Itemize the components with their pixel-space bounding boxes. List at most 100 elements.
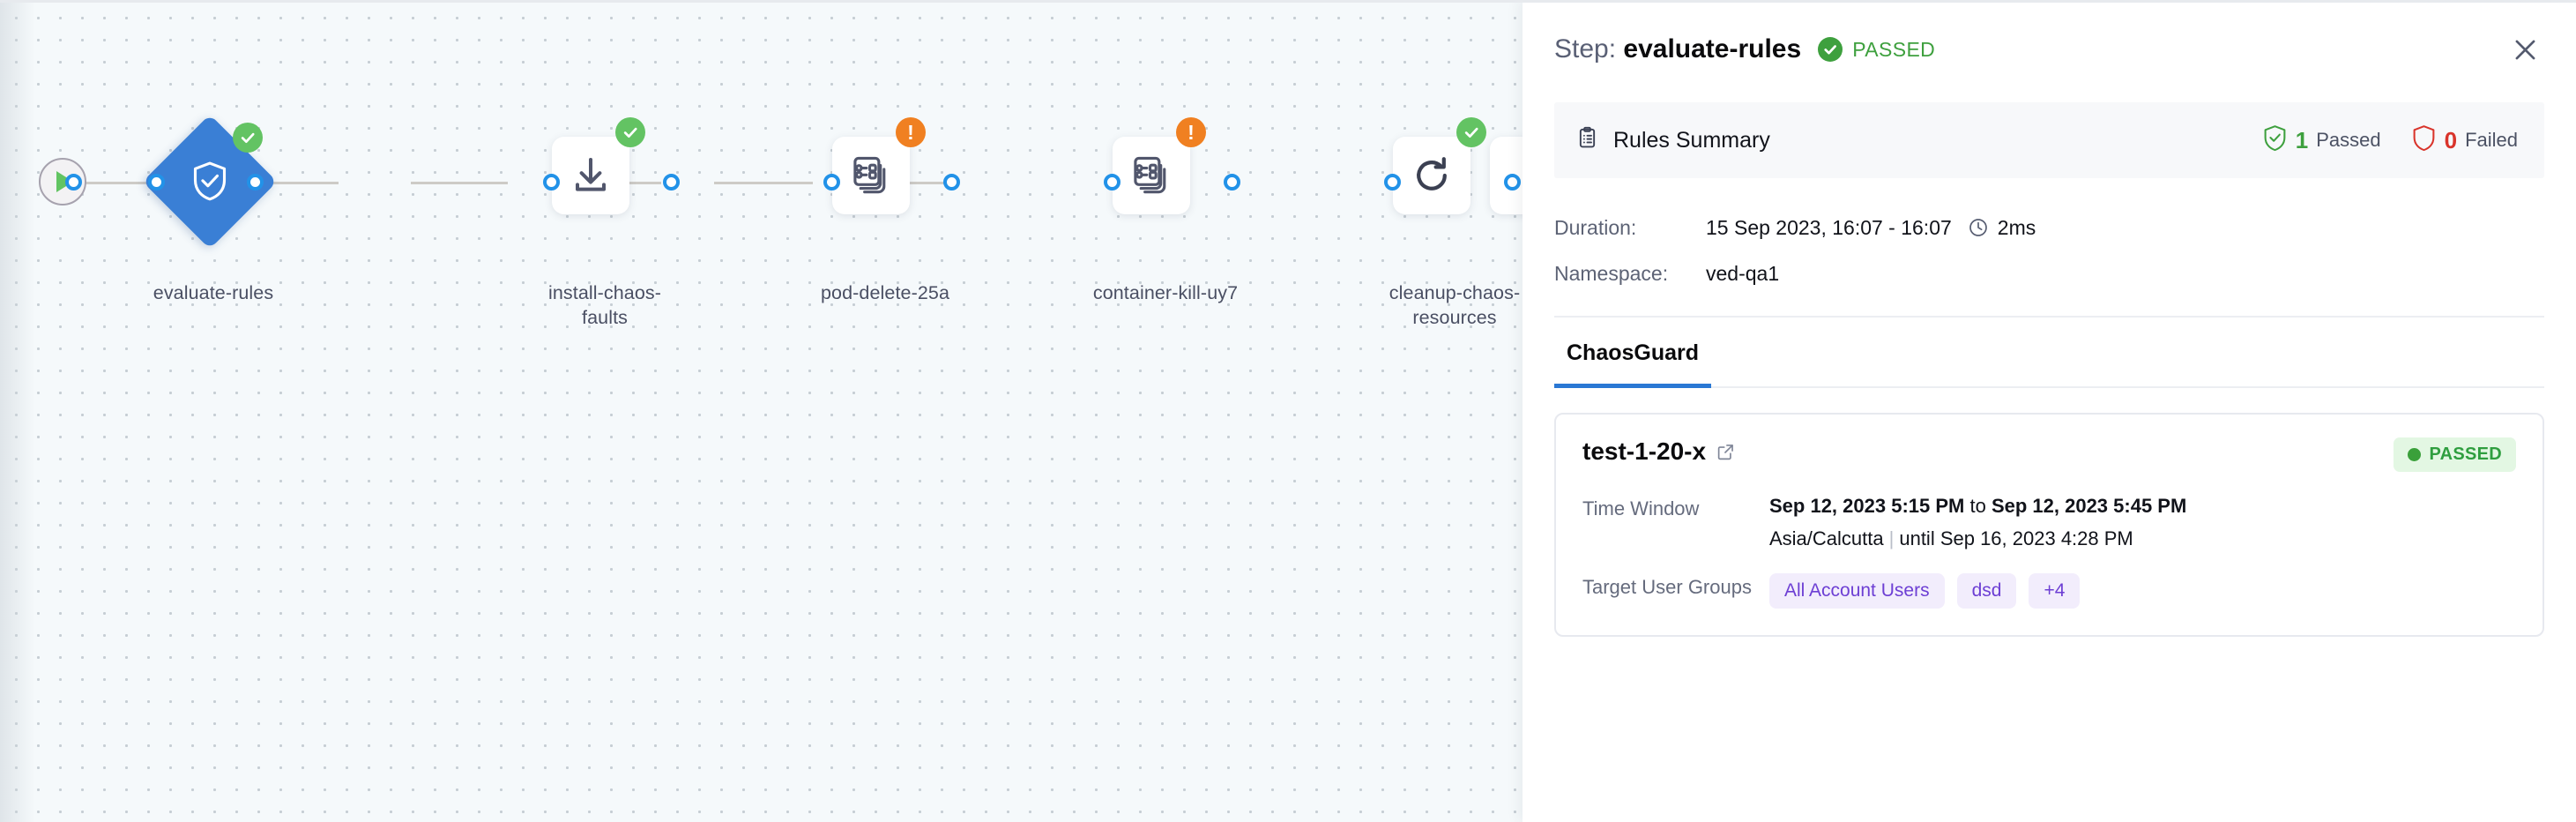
duration-range-text: 15 Sep 2023, 16:07 - 16:07 bbox=[1706, 215, 1952, 239]
status-text: PASSED bbox=[1852, 37, 1936, 61]
rules-summary-bar: Rules Summary 1 Passed bbox=[1554, 102, 2544, 178]
time-window-end: Sep 12, 2023 5:45 PM bbox=[1991, 495, 2187, 517]
step-name: evaluate-rules bbox=[1623, 34, 1802, 64]
step-details-panel: Step: evaluate-rules PASSED bbox=[1523, 0, 2576, 822]
chip-group[interactable]: All Account Users bbox=[1769, 573, 1945, 609]
port-evaluate-rules-out[interactable] bbox=[247, 174, 264, 191]
duration-value: 2ms bbox=[1997, 215, 2036, 239]
port-cleanup-chaos-resources-out[interactable] bbox=[1504, 174, 1521, 191]
time-window-join: to bbox=[1964, 495, 1992, 517]
port-container-kill-uy7-out[interactable] bbox=[1224, 174, 1240, 191]
tab-chaosguard[interactable]: ChaosGuard bbox=[1554, 318, 1712, 388]
chaos-faults-icon bbox=[1134, 156, 1166, 194]
node-label-container-kill-uy7: container-kill-uy7 bbox=[1092, 282, 1239, 303]
meta-row-namespace: Namespace: ved-qa1 bbox=[1554, 250, 2544, 296]
node-pod-delete-25a[interactable]: ! bbox=[832, 117, 938, 230]
rules-passed-count: 1 bbox=[2295, 126, 2309, 153]
node-square-shape bbox=[552, 137, 629, 214]
edge-evaluate-to-install bbox=[227, 182, 339, 184]
edge-install-to-poddelete bbox=[411, 182, 508, 184]
chip-overflow[interactable]: +4 bbox=[2029, 573, 2081, 609]
section-divider bbox=[1554, 316, 2544, 318]
meta-key-namespace: Namespace: bbox=[1554, 261, 1669, 285]
target-user-group-chips: All Account Users dsd +4 bbox=[1769, 573, 2081, 609]
close-icon[interactable] bbox=[2505, 30, 2544, 69]
shield-outline-icon bbox=[2411, 124, 2437, 157]
card-status-text: PASSED bbox=[2429, 445, 2502, 464]
rules-summary-metrics: 1 Passed 0 Failed bbox=[2262, 124, 2523, 157]
card-value-time-window: Sep 12, 2023 5:15 PM to Sep 12, 2023 5:4… bbox=[1769, 495, 2186, 550]
shield-check-icon bbox=[162, 134, 257, 229]
rules-summary-left: Rules Summary bbox=[1575, 126, 1770, 154]
shield-check-outline-icon bbox=[2262, 124, 2288, 157]
download-icon bbox=[576, 158, 606, 191]
meta-key-duration: Duration: bbox=[1554, 215, 1637, 239]
until-text: until Sep 16, 2023 4:28 PM bbox=[1899, 527, 2133, 549]
node-label-install-chaos-faults: install-chaos-faults bbox=[547, 282, 662, 329]
node-label-evaluate-rules: evaluate-rules bbox=[153, 282, 274, 303]
port-cleanup-chaos-resources-in[interactable] bbox=[1384, 174, 1401, 191]
chaos-faults-icon bbox=[853, 156, 886, 194]
node-container-kill-uy7[interactable]: ! bbox=[1113, 117, 1218, 230]
card-title[interactable]: test-1-20-x bbox=[1582, 437, 1735, 466]
meta-row-duration: Duration: 15 Sep 2023, 16:07 - 16:07 2ms bbox=[1554, 205, 2544, 250]
rules-failed-count: 0 bbox=[2444, 126, 2458, 153]
clipboard-icon bbox=[1575, 126, 1599, 154]
sub-separator: | bbox=[1888, 527, 1895, 549]
panel-tabs: ChaosGuard bbox=[1523, 318, 2576, 388]
node-label-pod-delete-25a: pod-delete-25a bbox=[820, 282, 950, 303]
external-link-icon[interactable] bbox=[1716, 443, 1735, 461]
check-circle-icon bbox=[1818, 37, 1843, 62]
app-top-border bbox=[0, 0, 2576, 3]
card-status-badge: PASSED bbox=[2394, 437, 2516, 472]
rules-passed-metric: 1 Passed bbox=[2262, 124, 2381, 157]
node-label-cleanup-chaos-resources: cleanup-chaos-resources bbox=[1389, 282, 1521, 329]
status-badge-success bbox=[1456, 117, 1486, 147]
status-badge-success bbox=[233, 123, 263, 153]
port-install-chaos-faults-out[interactable] bbox=[663, 174, 680, 191]
step-label: Step: bbox=[1554, 34, 1617, 64]
page-title: Step: evaluate-rules bbox=[1554, 34, 1801, 64]
time-window-start: Sep 12, 2023 5:15 PM bbox=[1769, 495, 1965, 517]
panel-header: Step: evaluate-rules PASSED bbox=[1523, 0, 2576, 76]
time-window-sub: Asia/Calcutta|until Sep 16, 2023 4:28 PM bbox=[1769, 527, 2186, 550]
status-badge-warning: ! bbox=[1176, 117, 1206, 147]
node-install-chaos-faults[interactable] bbox=[552, 117, 658, 230]
node-square-shape bbox=[1393, 137, 1470, 214]
pipeline-canvas[interactable]: evaluate-rules install-chaos-faults bbox=[0, 0, 1523, 822]
edge-containerkill-to-cleanup bbox=[714, 182, 813, 184]
refresh-icon bbox=[1417, 157, 1447, 191]
step-meta-list: Duration: 15 Sep 2023, 16:07 - 16:07 2ms… bbox=[1554, 178, 2544, 318]
card-key-target-user-groups: Target User Groups bbox=[1582, 576, 1752, 598]
port-container-kill-uy7-in[interactable] bbox=[1104, 174, 1120, 191]
chaosguard-result-card: test-1-20-x PASSED Time Window bbox=[1554, 413, 2544, 637]
status-badge-warning: ! bbox=[896, 117, 926, 147]
meta-value-duration: 15 Sep 2023, 16:07 - 16:07 2ms bbox=[1706, 216, 2036, 240]
node-square-shape bbox=[1113, 137, 1190, 214]
chip-group[interactable]: dsd bbox=[1956, 573, 2017, 609]
node-evaluate-rules[interactable] bbox=[142, 114, 279, 250]
clock-icon bbox=[1968, 217, 1989, 238]
port-evaluate-rules-in[interactable] bbox=[148, 174, 165, 191]
status-badge: PASSED bbox=[1818, 37, 1935, 62]
node-square-shape bbox=[832, 137, 910, 214]
rules-passed-label: Passed bbox=[2316, 129, 2381, 151]
rules-failed-label: Failed bbox=[2465, 129, 2518, 151]
port-pod-delete-25a-in[interactable] bbox=[823, 174, 840, 191]
port-pod-delete-25a-out[interactable] bbox=[943, 174, 960, 191]
time-window-range: Sep 12, 2023 5:15 PM to Sep 12, 2023 5:4… bbox=[1769, 495, 2186, 518]
port-start-out[interactable] bbox=[65, 174, 82, 191]
card-row-time-window: Time Window Sep 12, 2023 5:15 PM to Sep … bbox=[1582, 495, 2516, 550]
rules-summary-title: Rules Summary bbox=[1613, 127, 1770, 153]
edge-start-to-evaluate bbox=[71, 182, 162, 184]
card-row-target-user-groups: Target User Groups All Account Users dsd… bbox=[1582, 573, 2516, 609]
node-cleanup-chaos-resources[interactable] bbox=[1393, 117, 1499, 230]
status-dot-icon bbox=[2408, 448, 2422, 461]
card-key-time-window: Time Window bbox=[1582, 497, 1700, 519]
rules-failed-metric: 0 Failed bbox=[2411, 124, 2518, 157]
tabs-underline bbox=[1554, 386, 2544, 388]
port-install-chaos-faults-in[interactable] bbox=[543, 174, 560, 191]
card-header: test-1-20-x PASSED bbox=[1582, 437, 2516, 472]
status-badge-success bbox=[615, 117, 645, 147]
meta-value-namespace: ved-qa1 bbox=[1706, 261, 1780, 285]
